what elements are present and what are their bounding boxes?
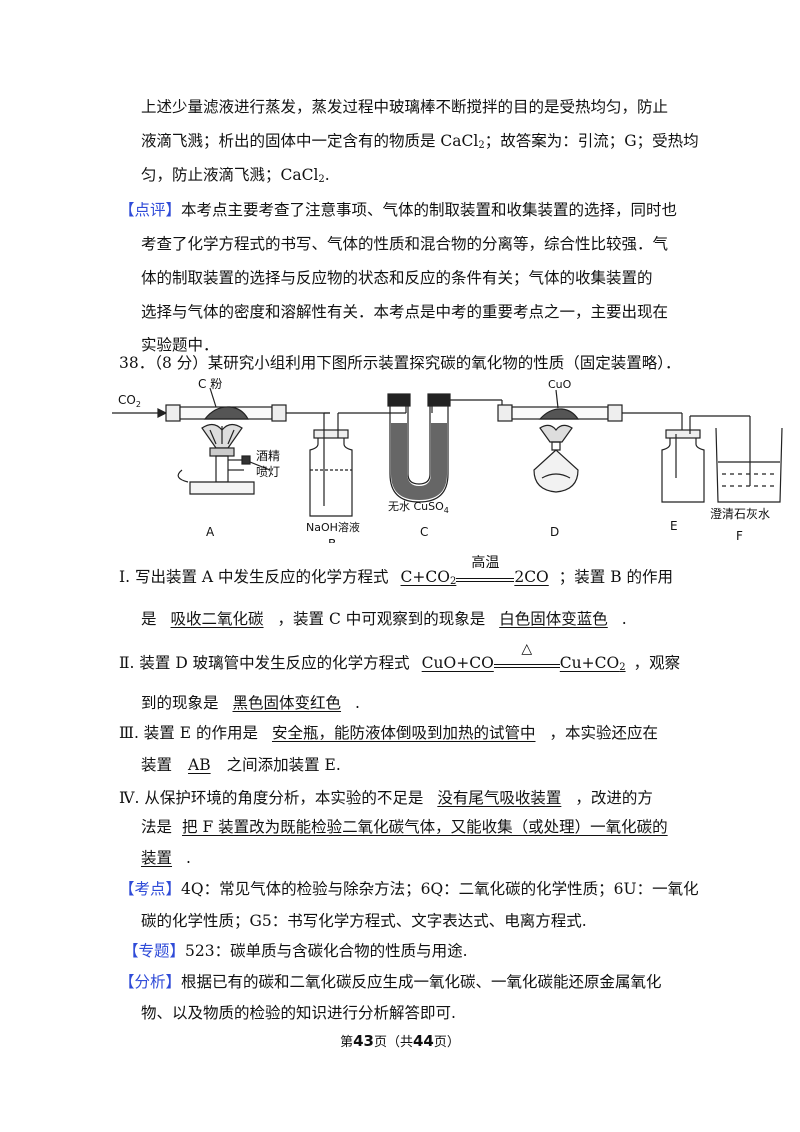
comment-line-2: 考查了化学方程式的书写、气体的性质和混合物的分离等，综合性比较强．气 [141,235,669,253]
apparatus-diagram: CO2 C 粉 酒精 喷灯 NaOH溶液 无水 CuSO4 CuO 澄清石灰水 … [112,378,783,543]
comment-line-3: 体的制取装置的选择与反应物的状态和反应的条件有关；气体的收集装置的 [141,269,653,287]
q4-line-1: Ⅳ. 从保护环境的角度分析，本实验的不足是没有尾气吸收装置，改进的方 [119,789,653,807]
label-c-powder: C 粉 [198,378,222,391]
q2-line-2: 到的现象是黑色固体变红色. [141,694,360,712]
kaodian-tag: 【考点】 [119,880,182,898]
q1-line-2: 是吸收二氧化碳，装置 C 中可观察到的现象是白色固体变蓝色. [141,610,627,628]
label-lamp-1: 酒精 [256,449,280,463]
label-lamp-2: 喷灯 [256,465,280,479]
question-stem: 38．（8 分）某研究小组利用下图所示装置探究碳的氧化物的性质（固定装置略）． [119,354,681,372]
label-f: F [736,529,743,543]
label-a: A [206,525,215,539]
zhuanti-line: 【专题】523：碳单质与含碳化合物的性质与用途. [123,942,468,960]
q4-line-2: 法是把 F 装置改为既能检验二氧化碳气体，又能收集（或处理）一氧化碳的 [141,818,668,836]
comment-line-1: 【点评】本考点主要考查了注意事项、气体的制取装置和收集装置的选择，同时也 [119,201,678,219]
prev-line-1: 上述少量滤液进行蒸发，蒸发过程中玻璃棒不断搅拌的目的是受热均匀，防止 [141,98,669,116]
label-cuo: CuO [548,378,572,391]
svg-text:CO2: CO2 [118,393,141,409]
label-cuso4: 无水 CuSO4 [388,500,449,515]
kaodian-line-1: 【考点】4Q：常见气体的检验与除杂方法；6Q：二氧化碳的化学性质；6U：一氧化 [119,880,699,898]
prev-line-3: 匀，防止液滴飞溅；CaCl2. [141,166,330,185]
label-limewater: 澄清石灰水 [710,506,770,521]
q4-line-3: 装置. [141,849,191,867]
fenxi-line-2: 物、以及物质的检验的知识进行分析解答即可. [141,1004,456,1022]
zhuanti-tag: 【专题】 [123,942,186,960]
label-c: C [420,525,428,539]
prev-line-2: 液滴飞溅；析出的固体中一定含有的物质是 CaCl2；故答案为：引流；G；受热均 [141,132,699,151]
comment-line-4: 选择与气体的密度和溶解性有关．本考点是中考的重要考点之一，主要出现在 [141,303,669,321]
page-footer: 第43页（共44页） [340,1032,460,1050]
label-naoh: NaOH溶液 [306,520,360,534]
q3-line-1: Ⅲ. 装置 E 的作用是安全瓶，能防液体倒吸到加热的试管中，本实验还应在 [119,724,659,742]
label-b: B [328,537,336,543]
kaodian-line-2: 碳的化学性质；G5：书写化学方程式、文字表达式、电离方程式. [141,912,587,930]
label-e: E [670,519,678,533]
fenxi-tag: 【分析】 [119,973,182,991]
label-d: D [550,525,559,539]
comment-tag: 【点评】 [119,201,182,219]
fenxi-line-1: 【分析】根据已有的碳和二氧化碳反应生成一氧化碳、一氧化碳能还原金属氧化 [119,973,662,991]
comment-line-5: 实验题中． [141,336,219,354]
